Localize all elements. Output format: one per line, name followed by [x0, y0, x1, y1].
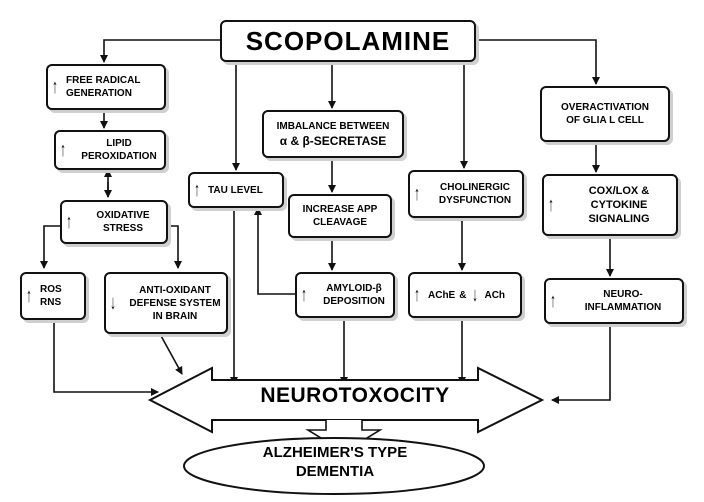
- edge-amyloid-tau: [254, 207, 295, 295]
- cholinergic-dysfunction-node: ↑ CHOLINERGIC DYSFUNCTION: [408, 170, 524, 218]
- up-arrow-icon: ↑: [548, 194, 554, 216]
- anti-oxidant-label: ANTI-OXIDANT DEFENSE SYSTEM IN BRAIN: [129, 284, 221, 322]
- dementia-label: ALZHEIMER'S TYPE DEMENTIA: [262, 444, 408, 480]
- tau-level-node: ↑ TAU LEVEL: [188, 172, 284, 208]
- edge-oxidative-ros: [40, 225, 60, 269]
- up-arrow-icon: ↑: [60, 139, 66, 161]
- up-arrow-icon: ↑: [414, 284, 420, 306]
- lipid-peroxidation-label: LIPID PEROXIDATION: [81, 138, 157, 162]
- free-radical-label: FREE RADICAL GENERATION: [66, 75, 141, 99]
- neuroinflammation-label: NEURO- INFLAMMATION: [584, 289, 662, 313]
- oxidative-stress-label: OXIDATIVE STRESS: [96, 210, 150, 234]
- edge-ros-neurotoxicity: [53, 322, 159, 396]
- ach-label: ACh: [484, 289, 506, 301]
- app-cleavage-node: INCREASE APP CLEAVAGE: [288, 194, 392, 238]
- edge-oxidative-antioxidant: [168, 225, 182, 269]
- neuroinflammation-node: ↑ NEURO- INFLAMMATION: [544, 278, 684, 324]
- ache-label: AChE: [428, 289, 456, 301]
- edge-scopolamine-glia: [476, 39, 600, 85]
- imbalance-line2: α & β-SECRETASE: [279, 133, 387, 148]
- edge-antioxidant-neurotoxicity: [159, 333, 183, 375]
- cox-lox-label: COX/LOX & CYTOKINE SIGNALING: [588, 185, 650, 225]
- up-arrow-icon: ↑: [194, 179, 200, 201]
- up-arrow-icon: ↑: [301, 284, 307, 306]
- glia-overactivation-node: OVERACTIVATION OF GLIA L CELL: [540, 86, 670, 142]
- ros-rns-label: ROS RNS: [40, 284, 62, 308]
- oxidative-stress-node: ↑ OXIDATIVE STRESS: [60, 200, 168, 244]
- cholinergic-label: CHOLINERGIC DYSFUNCTION: [438, 182, 512, 206]
- edge-neuroinflam-neurotoxicity: [551, 324, 611, 404]
- down-arrow-icon: ↓: [110, 292, 116, 314]
- scopolamine-box: SCOPOLAMINE: [220, 20, 476, 62]
- imbalance-secretase-node: IMBALANCE BETWEEN α & β-SECRETASE: [262, 110, 404, 158]
- dementia-ellipse: [183, 437, 485, 495]
- anti-oxidant-node: ↓ ANTI-OXIDANT DEFENSE SYSTEM IN BRAIN: [104, 272, 228, 334]
- ache-amp: &: [459, 289, 467, 301]
- neurotoxicity-double-arrow: [147, 366, 545, 434]
- imbalance-line1: IMBALANCE BETWEEN: [276, 120, 390, 132]
- free-radical-node: ↑ FREE RADICAL GENERATION: [46, 64, 166, 110]
- amyloid-deposition-label: AMYLOID-β DEPOSITION: [323, 283, 385, 307]
- tau-level-label: TAU LEVEL: [208, 184, 263, 196]
- down-arrow-icon: ↓: [472, 284, 479, 306]
- up-arrow-icon: ↑: [26, 285, 32, 307]
- neurotoxicity-label: NEUROTOXOCITY: [260, 384, 450, 407]
- scopolamine-title: SCOPOLAMINE: [245, 25, 451, 56]
- up-arrow-icon: ↑: [52, 76, 58, 98]
- up-arrow-icon: ↑: [550, 290, 556, 312]
- edge-scopolamine-free-radical: [100, 39, 220, 63]
- cox-lox-node: ↑ COX/LOX & CYTOKINE SIGNALING: [542, 174, 678, 236]
- glia-label: OVERACTIVATION OF GLIA L CELL: [561, 102, 649, 126]
- app-cleavage-label: INCREASE APP CLEAVAGE: [302, 204, 378, 228]
- up-arrow-icon: ↑: [414, 183, 420, 205]
- up-arrow-icon: ↑: [66, 211, 72, 233]
- ache-ach-node: ↑ AChE & ↓ ACh: [408, 272, 522, 318]
- amyloid-deposition-node: ↑ AMYLOID-β DEPOSITION: [295, 272, 395, 318]
- ros-rns-node: ↑ ROS RNS: [20, 272, 86, 320]
- lipid-peroxidation-node: ↑ LIPID PEROXIDATION: [54, 130, 166, 170]
